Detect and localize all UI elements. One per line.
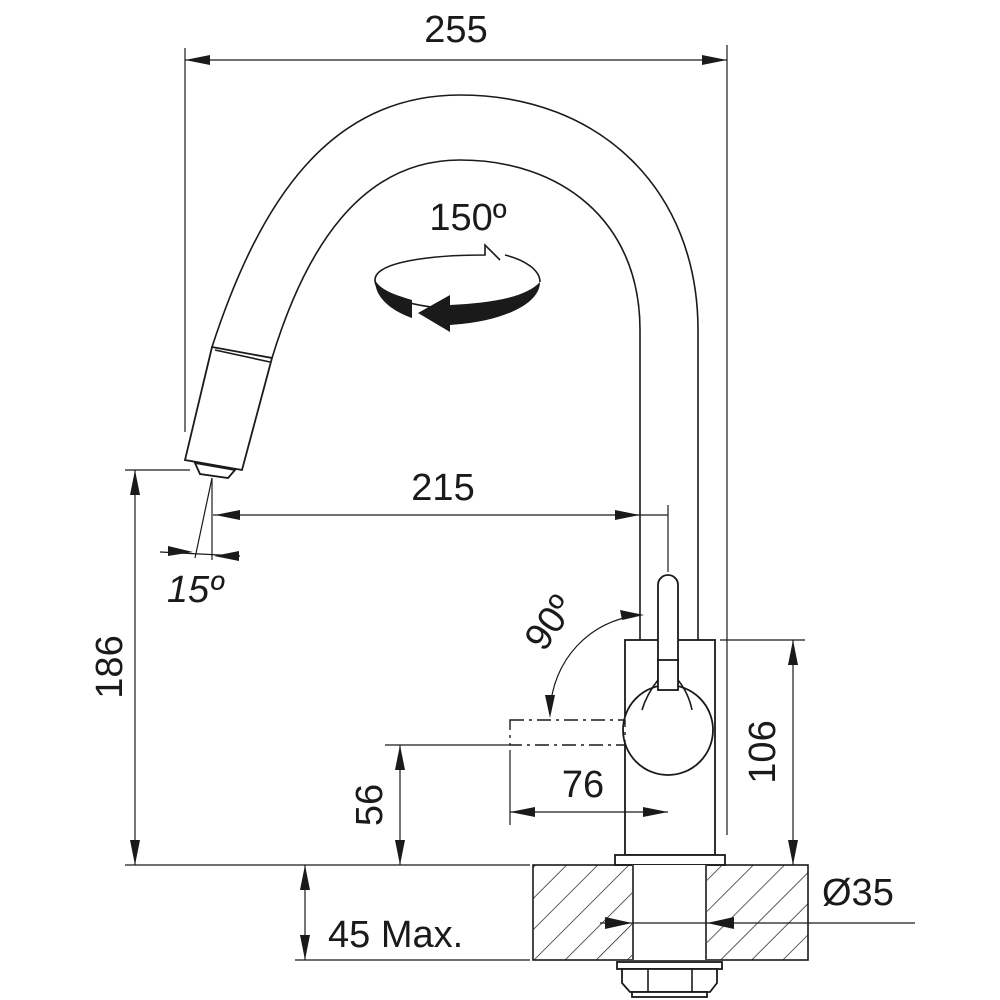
dimension-76: 76 xyxy=(509,750,668,825)
dimension-186: 186 xyxy=(89,469,530,866)
handle-alt-position xyxy=(509,719,626,746)
label-150: 150º xyxy=(429,197,506,239)
spout xyxy=(183,94,699,640)
dimension-45-max: 45 Max. xyxy=(295,865,530,961)
dimension-215: 215 xyxy=(213,467,669,572)
label-15: 15º xyxy=(167,569,225,611)
faucet-body xyxy=(509,574,726,866)
label-90: 90º xyxy=(517,588,584,658)
label-106: 106 xyxy=(742,720,784,783)
countertop-section xyxy=(532,864,809,998)
dimension-255: 255 xyxy=(184,9,728,835)
label-215: 215 xyxy=(411,467,474,509)
dimension-15: 15º xyxy=(159,477,241,611)
label-45-max: 45 Max. xyxy=(328,914,463,956)
swivel-arrow-icon: 150º xyxy=(374,197,541,332)
label-186: 186 xyxy=(89,635,131,698)
dimension-56: 56 xyxy=(349,744,510,865)
label-56: 56 xyxy=(349,784,391,826)
label-76: 76 xyxy=(562,764,604,806)
label-35: Ø35 xyxy=(822,872,894,914)
dimension-106: 106 xyxy=(720,639,805,865)
dimension-35: Ø35 xyxy=(600,872,915,929)
label-255: 255 xyxy=(424,9,487,51)
mounting-nut xyxy=(616,961,723,998)
